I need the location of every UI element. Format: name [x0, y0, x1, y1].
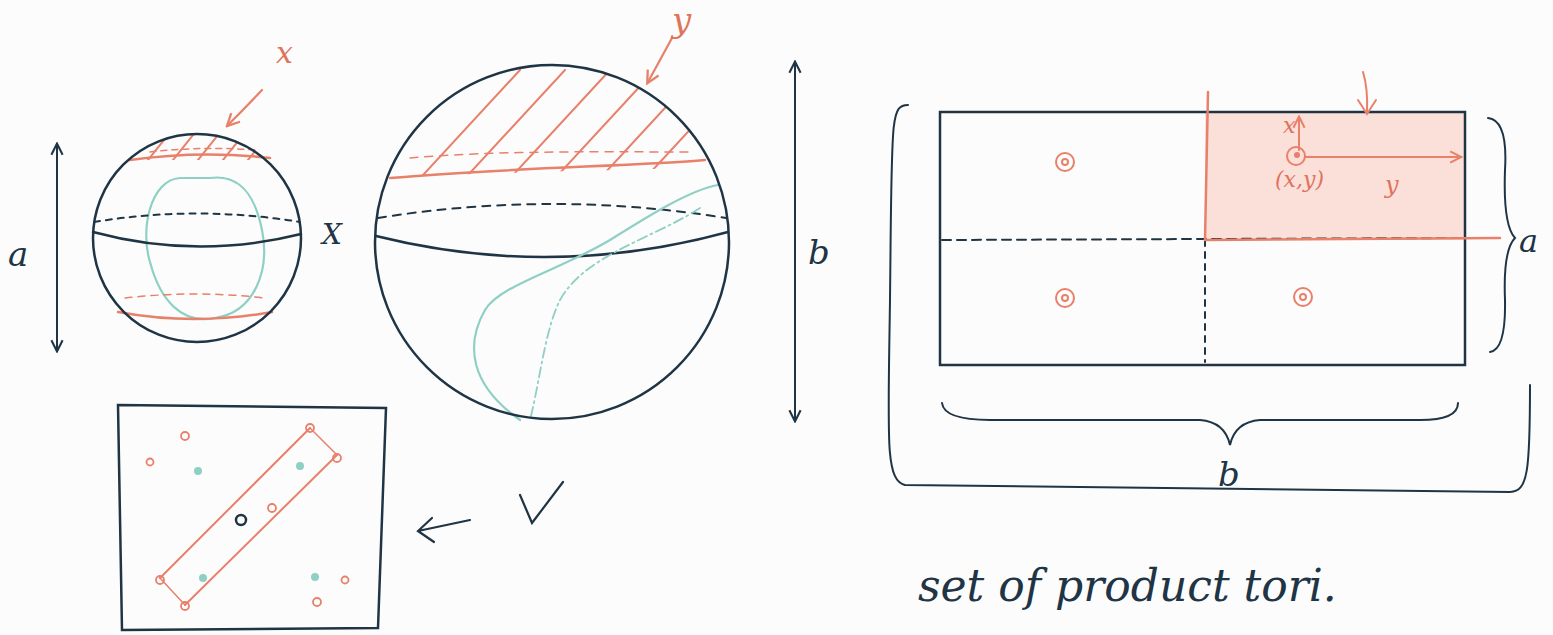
coordinate-label: x	[1283, 114, 1295, 138]
dimension-label: b	[808, 234, 830, 271]
product-tori-rectangle	[889, 72, 1530, 492]
sphere-label: x	[276, 36, 293, 69]
shaded-quadrant: x (x,y) y	[1205, 112, 1465, 240]
large-sphere	[375, 38, 795, 420]
dimension-label: b	[1218, 456, 1240, 493]
dimension-label: a	[1519, 224, 1538, 259]
dimension-label: a	[8, 236, 28, 273]
coordinate-label: (x,y)	[1275, 168, 1324, 192]
product-sign: X	[322, 220, 342, 251]
small-sphere	[57, 90, 301, 350]
torus-square	[118, 405, 563, 630]
caption-note: set of product tori.	[918, 562, 1337, 610]
coordinate-label: y	[1385, 172, 1399, 198]
sphere-label: y	[672, 2, 691, 39]
